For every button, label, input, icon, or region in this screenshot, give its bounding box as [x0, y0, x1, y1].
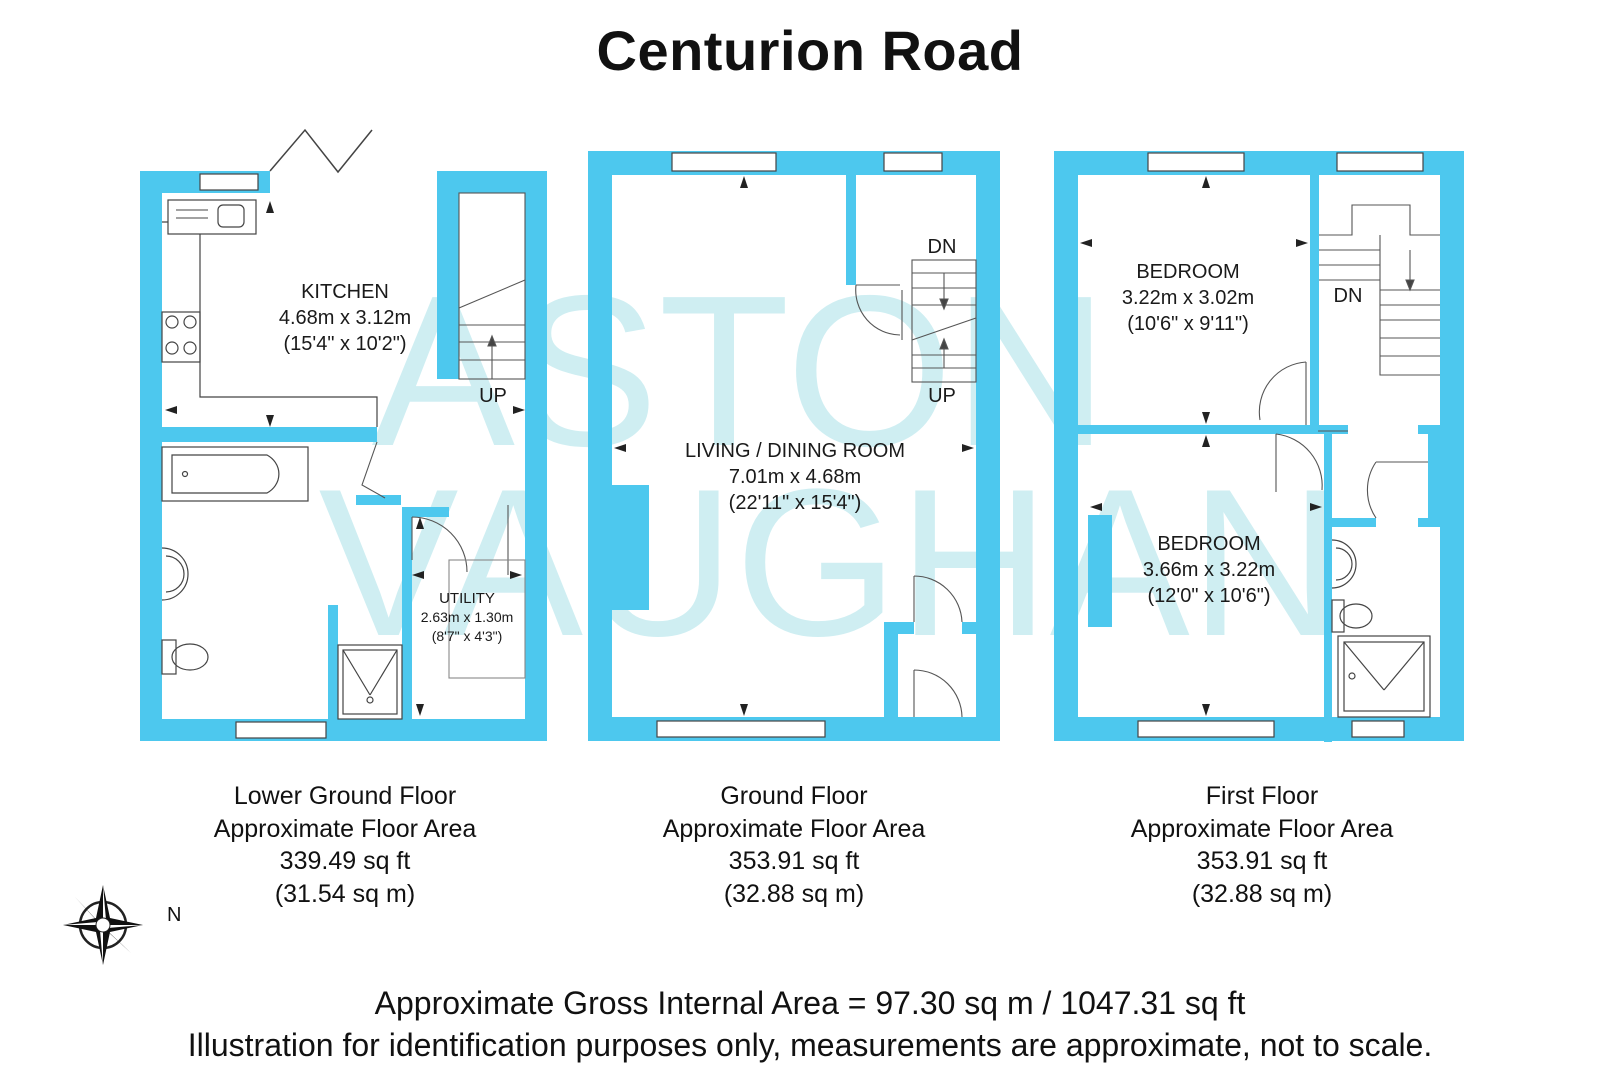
watermark-line-2: VAUGHAN — [319, 445, 1342, 680]
first-floor-plan: BEDROOM 3.22m x 3.02m (10'6" x 9'11") DN… — [1054, 151, 1464, 742]
page-title: Centurion Road — [596, 19, 1024, 82]
room-size-bedroom-1-ft: (10'6" x 9'11") — [1127, 313, 1249, 335]
room-name-utility: UTILITY — [439, 590, 495, 607]
room-size-bedroom-2-ft: (12'0" x 10'6") — [1147, 585, 1270, 607]
sink-icon — [167, 199, 257, 235]
disclaimer: Illustration for identification purposes… — [187, 1027, 1433, 1063]
room-size-utility-ft: (8'7" x 4'3") — [432, 628, 503, 644]
gross-internal-area: Approximate Gross Internal Area = 97.30 … — [374, 985, 1246, 1021]
floor-area-label: Approximate Floor Area — [213, 814, 477, 843]
room-size-kitchen-m: 4.68m x 3.12m — [279, 307, 411, 329]
room-size-bedroom-2-m: 3.66m x 3.22m — [1143, 559, 1275, 581]
room-name-bedroom-1: BEDROOM — [1136, 261, 1239, 283]
room-name-bedroom-2: BEDROOM — [1157, 533, 1260, 555]
stair-label-dn: DN — [928, 236, 957, 258]
room-size-living-dining-ft: (22'11" x 15'4") — [729, 492, 862, 514]
basin-icon — [1331, 539, 1357, 589]
lower-ground-stairs — [458, 192, 526, 380]
floor-area-sqm: (31.54 sq m) — [274, 879, 416, 908]
floor-caption-lower-ground: Lower Ground Floor Approximate Floor Are… — [135, 780, 555, 910]
lower-ground-floor-plan: KITCHEN 4.68m x 3.12m (15'4" x 10'2") UP… — [140, 128, 547, 741]
floor-area-sqm: (32.88 sq m) — [1191, 879, 1333, 908]
floor-area-sqft: 353.91 sq ft — [1196, 847, 1328, 875]
ground-floor-stairs — [901, 259, 977, 383]
floor-area-sqft: 353.91 sq ft — [728, 847, 860, 875]
room-name-kitchen: KITCHEN — [301, 281, 389, 303]
shower-icon — [1337, 635, 1431, 718]
stair-label-up: UP — [928, 385, 956, 407]
floor-area-sqm: (32.88 sq m) — [723, 879, 865, 908]
stair-label-dn: DN — [1334, 285, 1363, 307]
floor-area-label: Approximate Floor Area — [662, 814, 926, 843]
room-size-kitchen-ft: (15'4" x 10'2") — [283, 333, 406, 355]
shower-icon — [337, 644, 403, 720]
toilet-icon — [1331, 599, 1373, 633]
bath-icon — [161, 446, 309, 502]
compass-north-label: N — [167, 904, 181, 926]
toilet-icon — [161, 639, 209, 675]
floor-name: Ground Floor — [720, 782, 868, 810]
basin-icon — [161, 547, 189, 601]
floor-name: Lower Ground Floor — [233, 782, 457, 810]
room-name-living-dining: LIVING / DINING ROOM — [685, 440, 905, 462]
stair-label-up: UP — [479, 385, 507, 407]
room-size-utility-m: 2.63m x 1.30m — [421, 609, 514, 625]
floor-name: First Floor — [1205, 782, 1319, 810]
floor-caption-ground: Ground Floor Approximate Floor Area 353.… — [584, 780, 1004, 910]
hob-icon — [161, 311, 201, 363]
floor-caption-first: First Floor Approximate Floor Area 353.9… — [1052, 780, 1472, 910]
floor-area-label: Approximate Floor Area — [1130, 814, 1394, 843]
floor-area-sqft: 339.49 sq ft — [279, 847, 411, 875]
room-size-living-dining-m: 7.01m x 4.68m — [729, 466, 861, 488]
room-size-bedroom-1-m: 3.22m x 3.02m — [1122, 287, 1254, 309]
compass-rose-icon: N — [63, 885, 181, 965]
first-floor-stairs — [1319, 204, 1440, 376]
ground-floor-plan: LIVING / DINING ROOM 7.01m x 4.68m (22'1… — [588, 151, 1000, 741]
